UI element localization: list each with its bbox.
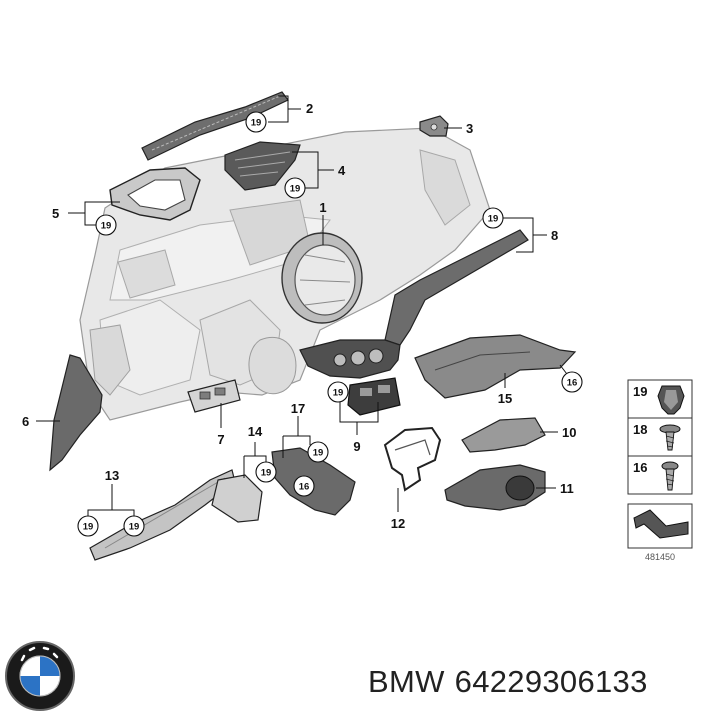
svg-text:19: 19 — [83, 522, 94, 533]
part-label: 6 — [22, 414, 29, 429]
svg-text:19: 19 — [633, 384, 647, 399]
fastener-legend: 19 18 16 481450 — [627, 379, 693, 562]
ref-circle: 16 — [293, 475, 315, 497]
brand-caption: BMW 64229306133 — [368, 664, 658, 700]
ref-circle: 19 — [123, 515, 145, 537]
part-label: 3 — [466, 121, 473, 136]
svg-text:481450: 481450 — [645, 552, 675, 562]
svg-text:16: 16 — [633, 460, 647, 475]
ref-circle: 19 — [255, 461, 277, 483]
part-label: 4 — [338, 163, 346, 178]
svg-text:19: 19 — [261, 468, 272, 479]
part-7-switch-panel — [187, 379, 241, 413]
part-13-knee-trim — [89, 469, 236, 561]
part-label: 5 — [52, 206, 59, 221]
part-12-bracket — [383, 426, 442, 492]
screw-icon — [661, 461, 679, 491]
part-6-side-trim — [49, 354, 103, 472]
ref-circle: 19 — [95, 214, 117, 236]
ref-circle: 19 — [327, 381, 349, 403]
ref-circle: 16 — [561, 371, 583, 393]
part-label: 1 — [319, 200, 326, 215]
svg-text:19: 19 — [313, 448, 324, 459]
part-5-left-vent-frame — [109, 167, 201, 221]
part-4-center-vent — [224, 141, 301, 191]
part-label: 12 — [391, 516, 405, 531]
part-14-side-cover — [211, 474, 263, 523]
ref-circle: 19 — [77, 515, 99, 537]
svg-text:18: 18 — [633, 422, 647, 437]
ref-circle: 19 — [307, 441, 329, 463]
part-number: 64229306133 — [454, 664, 648, 699]
svg-text:19: 19 — [488, 214, 499, 225]
part-label: 7 — [217, 432, 224, 447]
part-label: 2 — [306, 101, 313, 116]
part-3-clip — [419, 115, 449, 137]
part-1-cluster-ring — [281, 232, 363, 324]
svg-text:19: 19 — [101, 221, 112, 232]
svg-text:16: 16 — [299, 482, 310, 493]
ref-circle: 19 — [245, 111, 267, 133]
part-label: 9 — [353, 439, 360, 454]
svg-text:19: 19 — [129, 522, 140, 533]
svg-text:19: 19 — [251, 118, 262, 129]
svg-text:19: 19 — [333, 388, 344, 399]
svg-text:19: 19 — [290, 184, 301, 195]
clip-icon — [657, 385, 685, 415]
part-9-switch-block — [347, 377, 401, 416]
arrow-icon — [633, 509, 689, 539]
part-8-right-trim — [299, 229, 529, 379]
ref-circle: 19 — [284, 177, 306, 199]
part-label: 13 — [105, 468, 119, 483]
ref-circle: 19 — [482, 207, 504, 229]
svg-text:16: 16 — [567, 378, 578, 389]
part-label: 14 — [248, 424, 263, 439]
part-15-carrier-frame — [414, 334, 577, 399]
part-label: 8 — [551, 228, 558, 243]
part-10-column-cover-upper — [461, 417, 546, 453]
part-label: 17 — [291, 401, 305, 416]
part-label: 10 — [562, 425, 576, 440]
brand-name: BMW — [368, 664, 445, 699]
screw-icon — [659, 424, 681, 451]
part-label: 11 — [560, 481, 574, 496]
bmw-roundel-logo — [5, 641, 75, 711]
part-11-column-cover-lower — [444, 464, 546, 511]
part-label: 15 — [498, 391, 512, 406]
